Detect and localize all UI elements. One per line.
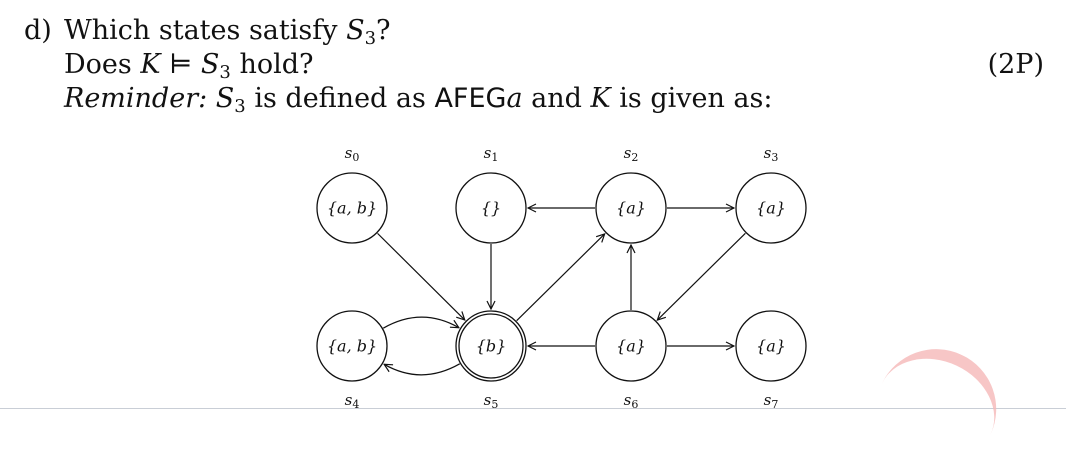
state-label: {a} [756, 199, 786, 218]
kripke-structure-diagram: {a, b} s0 {} s1 {a} s2 {a} s3 {a, b} s4 {b} s5 {a} s6… [316, 144, 807, 411]
state-s4: {a, b} s4 [316, 310, 388, 411]
state-name: s4 [345, 391, 360, 411]
state-label: {a} [616, 337, 646, 356]
transition-s0-s5 [377, 232, 465, 320]
state-s5: {b} s5 [455, 310, 527, 411]
kripke-structure-symbol: K [590, 83, 611, 114]
state-label: {} [481, 199, 501, 218]
state-name: s1 [484, 144, 499, 164]
state-circle [735, 172, 807, 244]
formula-s3: S3 [215, 83, 246, 117]
hold-text: hold? [230, 49, 314, 80]
question-line-3: Reminder: S3 is defined as AFEGa and K i… [24, 82, 1044, 117]
state-circle [595, 172, 667, 244]
transition-s5-s4 [384, 363, 461, 376]
models-symbol: ⊨ [169, 49, 193, 80]
state-label: {a, b} [327, 199, 377, 218]
formula-s3: S3 [346, 15, 377, 49]
state-s6: {a} s6 [595, 310, 667, 411]
ctl-operators: AFEG [434, 83, 507, 114]
state-s7: {a} s7 [735, 310, 807, 411]
state-label: {a} [616, 199, 646, 218]
formula-s3: S3 [200, 49, 231, 83]
state-circle [455, 172, 527, 244]
state-name: s3 [764, 144, 779, 164]
state-circle [316, 172, 388, 244]
transition-s4-s5 [382, 316, 459, 329]
ctl-proposition: a [506, 83, 523, 114]
state-label: {a, b} [327, 337, 377, 356]
state-name: s5 [484, 391, 499, 411]
question-text: Which states satisfy [64, 15, 347, 46]
state-name: s2 [624, 144, 639, 164]
state-name: s6 [624, 391, 639, 411]
state-s3: {a} s3 [735, 144, 807, 244]
question-line-2: Does K ⊨ S3 hold? (2P) [24, 48, 1044, 83]
page-divider [0, 408, 1066, 409]
reminder-label: Reminder: [64, 83, 208, 114]
points-badge: (2P) [987, 49, 1044, 80]
question-mark: ? [376, 15, 391, 46]
transition-s3-s6 [657, 232, 746, 320]
state-s2: {a} s2 [595, 144, 667, 244]
state-label: {b} [476, 337, 507, 356]
state-circle [735, 310, 807, 382]
state-name: s0 [345, 144, 360, 164]
state-circle [595, 310, 667, 382]
defined-as-text: is defined as [245, 83, 435, 114]
state-s0: {a, b} s0 [316, 144, 388, 244]
state-circle [316, 310, 388, 382]
given-as-text: is given as: [610, 83, 773, 114]
and-text: and [522, 83, 591, 114]
exercise-question: d) Which states satisfy S3? Does K ⊨ S3 h… [24, 14, 1044, 117]
state-label: {a} [756, 337, 786, 356]
state-name: s7 [764, 391, 779, 411]
does-text: Does [64, 49, 141, 80]
question-label: d) [24, 15, 52, 46]
kripke-structure-symbol: K [140, 49, 161, 80]
transition-s5-s2 [516, 234, 605, 322]
initial-state-ring [458, 313, 524, 379]
state-s1: {} s1 [455, 144, 527, 244]
question-line-1: d) Which states satisfy S3? [24, 14, 1044, 49]
